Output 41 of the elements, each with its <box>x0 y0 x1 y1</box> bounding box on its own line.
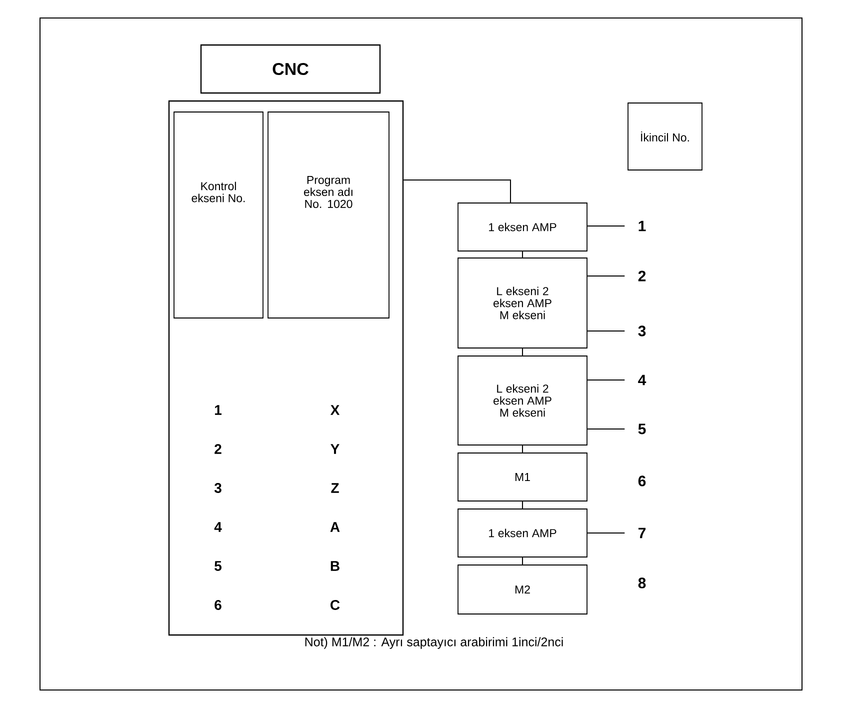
leader-line <box>586 428 626 430</box>
header-box: İkincil No. <box>628 102 702 170</box>
callout-number: 8 <box>638 578 646 588</box>
axis-number: 2 <box>214 444 222 454</box>
callout-number: 2 <box>638 270 646 282</box>
callout-number: 1 <box>638 220 646 232</box>
amplifier-box: 1 eksen AMP <box>458 508 588 558</box>
axis-number: 4 <box>214 522 222 532</box>
callout-number: 5 <box>638 424 646 434</box>
amplifier-box: L ekseni 2 eksen AMP M ekseni <box>458 356 588 446</box>
connector-line <box>522 444 523 454</box>
axis-number: 6 <box>214 600 222 610</box>
title-box: CNC <box>200 44 381 94</box>
connector-line <box>403 180 511 204</box>
axis-number: 3 <box>214 483 222 493</box>
callout-number: 4 <box>638 374 646 386</box>
axis-name: Z <box>331 483 339 493</box>
callout-number: 7 <box>638 528 646 538</box>
axis-number: 1 <box>215 405 222 415</box>
leader-line <box>586 330 626 332</box>
connector-line <box>522 556 523 566</box>
connector-line <box>522 500 523 510</box>
column-box: Kontrol ekseni No. <box>174 112 264 318</box>
axis-number: 5 <box>214 561 222 571</box>
leader-line <box>586 532 626 534</box>
amplifier-box: M2 <box>458 564 588 614</box>
axis-name: A <box>330 522 340 532</box>
callout-number: 3 <box>638 326 646 336</box>
amplifier-box: 1 eksen AMP <box>458 202 588 252</box>
axis-name: C <box>330 600 340 610</box>
column-box: Program eksen adı No. 1020 <box>268 112 390 318</box>
amplifier-box: L ekseni 2 eksen AMP M ekseni <box>458 258 588 348</box>
axis-name: Y <box>330 444 340 454</box>
connector-line <box>522 250 523 258</box>
axis-name: X <box>330 405 340 415</box>
cnc-unit-box <box>168 100 404 636</box>
callout-number: 6 <box>638 476 646 486</box>
amplifier-box: M1 <box>458 452 588 502</box>
axis-name: B <box>330 561 340 571</box>
connector-line <box>522 348 523 356</box>
note: Not) M1/M2 : Ayrı saptayıcı arabirimi 1inci/2nci <box>305 637 563 649</box>
